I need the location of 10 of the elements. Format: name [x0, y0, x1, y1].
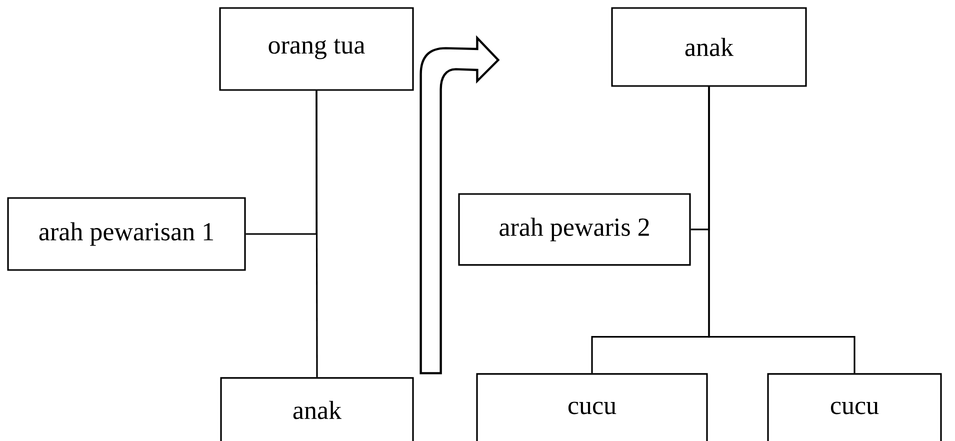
text-box: orang tua [219, 7, 414, 91]
text-box: cucu [767, 373, 942, 441]
block-arrow [420, 36, 500, 374]
text-box: arah pewarisan 1 [7, 197, 246, 271]
connector-line [246, 90, 318, 235]
text-box: arah pewaris 2 [458, 193, 691, 266]
text-box: cucu [476, 373, 708, 441]
connector-line [708, 86, 856, 374]
text-box: anak [220, 377, 414, 441]
text-box: anak [611, 7, 807, 87]
